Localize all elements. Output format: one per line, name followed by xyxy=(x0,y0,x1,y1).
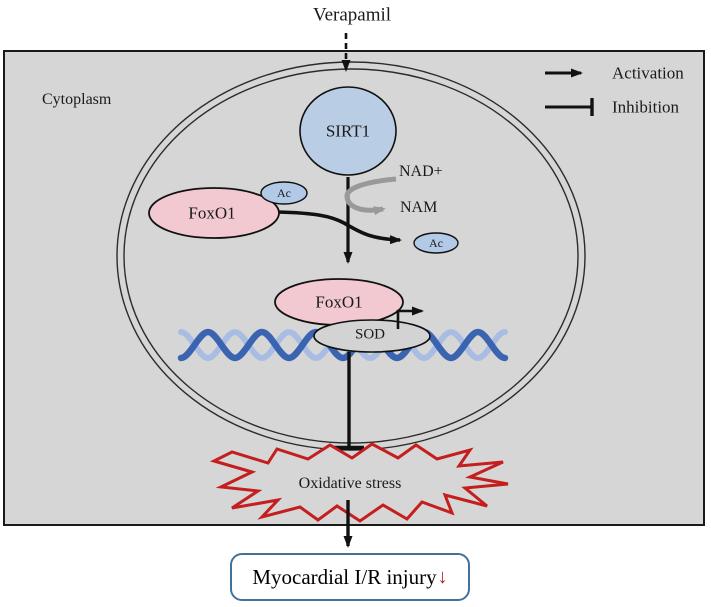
deacetylation-arrow xyxy=(277,210,402,245)
nam-label: NAM xyxy=(400,199,438,216)
oxidative-stress-label: Oxidative stress xyxy=(298,475,402,492)
foxo1-cytoplasmic-label: FoxO1 xyxy=(188,203,236,223)
verapamil-label: Verapamil xyxy=(312,4,392,26)
outcome-box: Myocardial I/R injury ↓ xyxy=(230,553,470,601)
oxidative-stress-starburst xyxy=(209,442,509,523)
ac-bound-label: Ac xyxy=(277,186,291,200)
sod-gene-node xyxy=(313,319,431,353)
nad-label: NAD+ xyxy=(399,163,443,180)
sirt1-label: SIRT1 xyxy=(325,121,371,141)
dna-strand-dark xyxy=(177,328,509,362)
nad-nam-arrow xyxy=(344,176,397,216)
sirt1-node xyxy=(299,86,397,176)
outcome-label: Myocardial I/R injury xyxy=(252,564,437,589)
ac-bound-node xyxy=(260,181,308,205)
transcription-arrow xyxy=(396,306,424,329)
outcome-decrease-icon: ↓ xyxy=(437,565,448,588)
foxo1-nuclear-label: FoxO1 xyxy=(315,292,363,312)
foxo1-cytoplasmic-node xyxy=(148,187,280,239)
ac-released-label: Ac xyxy=(429,236,443,250)
sod-label: SOD xyxy=(354,326,386,343)
nucleus-membrane-inner xyxy=(123,68,579,444)
legend-activation-label: Activation xyxy=(612,63,684,83)
cytoplasm-label: Cytoplasm xyxy=(42,91,112,108)
legend-inhibition-label: Inhibition xyxy=(612,97,680,117)
ac-released-node xyxy=(413,232,459,254)
